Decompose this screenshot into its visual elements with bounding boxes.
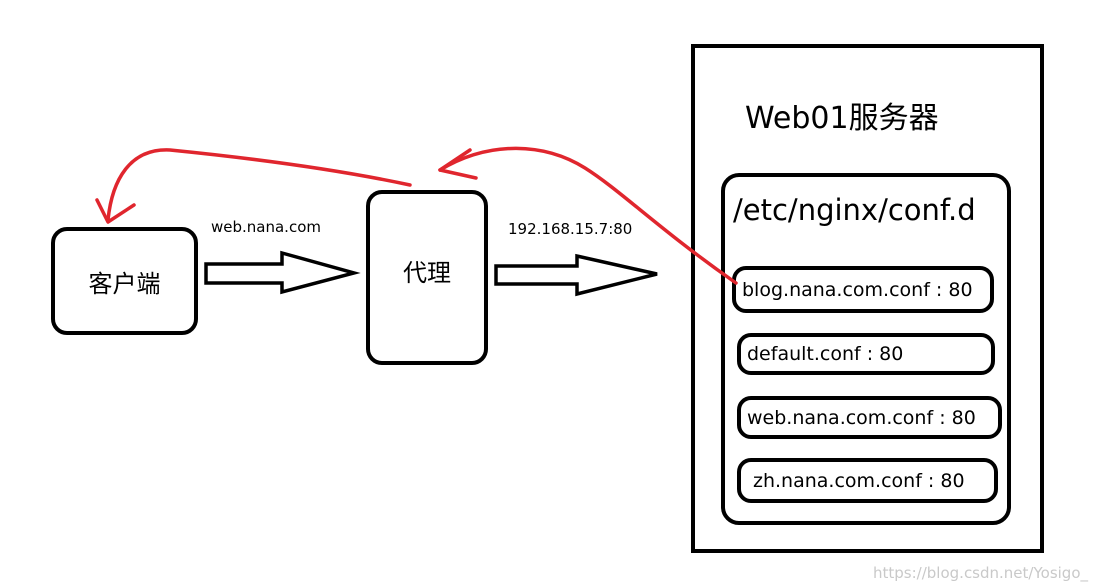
conf-file-label: default.conf : 80 <box>747 343 904 365</box>
response-arrowhead-client <box>95 198 136 224</box>
client-node: 客户端 <box>51 227 198 335</box>
conf-file-blog: blog.nana.com.conf : 80 <box>732 266 994 313</box>
conf-file-zh: zh.nana.com.conf : 80 <box>737 458 998 503</box>
response-arrowhead-proxy <box>438 148 478 180</box>
conf-directory: /etc/nginx/conf.d <box>721 173 1011 525</box>
conf-file-label: blog.nana.com.conf : 80 <box>742 278 973 301</box>
client-label: 客户端 <box>88 269 161 298</box>
request-arrow-proxy-server <box>494 253 658 297</box>
watermark: https://blog.csdn.net/Yosigo_ <box>873 564 1088 582</box>
server-title: Web01服务器 <box>745 101 939 136</box>
conf-file-label: zh.nana.com.conf : 80 <box>753 469 965 492</box>
conf-directory-label: /etc/nginx/conf.d <box>733 193 976 227</box>
client-to-proxy-label: web.nana.com <box>211 218 321 236</box>
request-arrow-client-proxy <box>204 250 361 295</box>
conf-file-label: web.nana.com.conf : 80 <box>747 406 976 429</box>
proxy-label: 代理 <box>403 259 451 287</box>
conf-file-web: web.nana.com.conf : 80 <box>737 396 1002 439</box>
proxy-to-server-label: 192.168.15.7:80 <box>508 220 633 238</box>
proxy-node: 代理 <box>366 190 488 365</box>
conf-file-default: default.conf : 80 <box>737 333 995 375</box>
response-arrow-proxy-client <box>106 148 412 222</box>
